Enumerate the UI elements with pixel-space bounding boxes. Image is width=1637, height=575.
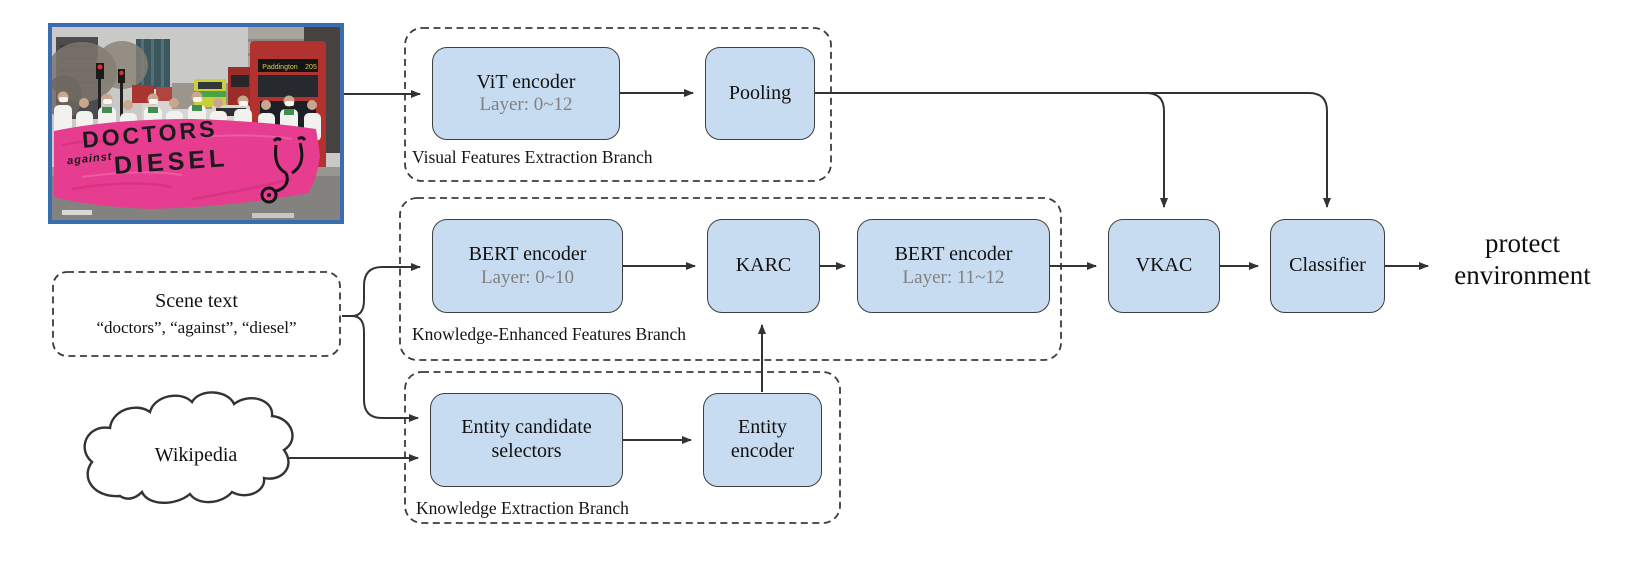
karc-node: KARC [707,219,820,313]
bert-encoder-2-node: BERT encoder Layer: 11~12 [857,219,1050,313]
karc-title: KARC [735,254,792,277]
vit-encoder-node: ViT encoder Layer: 0~12 [432,47,620,140]
visual-branch-label: Visual Features Extraction Branch [412,147,653,167]
bert-encoder-2-layers: Layer: 11~12 [902,266,1005,288]
entity-encoder-line2: encoder [730,440,795,462]
classifier-node: Classifier [1270,219,1385,313]
entity-selector-line2: selectors [491,440,562,462]
arrow-pooling-to-classifier [815,92,1331,208]
knowledge-enhanced-branch-label: Knowledge-Enhanced Features Branch [412,324,687,344]
output-line2: environment [1454,260,1591,291]
entity-candidate-selectors-node: Entity candidate selectors [430,393,623,487]
vkac-title: VKAC [1135,254,1193,277]
arrow-scenetext-to-bert1 [342,263,421,317]
bus-destination-text: Paddington [262,64,298,71]
bert-encoder-1-layers: Layer: 0~10 [480,266,575,288]
pooling-title: Pooling [728,81,792,104]
photo-scene: Paddington 205 [52,27,340,220]
entity-encoder-node: Entity encoder [703,393,822,487]
vit-encoder-title: ViT encoder [476,70,576,93]
bert-encoder-1-title: BERT encoder [468,243,587,265]
stethoscope-drawing [260,136,307,204]
vit-encoder-layers: Layer: 0~12 [479,94,573,116]
bert-encoder-2-title: BERT encoder [894,243,1013,265]
arrow-pooling-to-vkac [815,92,1168,208]
scene-text-words: “doctors”, “against”, “diesel” [96,318,297,337]
arrow-scenetext-to-selector [342,315,419,422]
output-line1: protect [1485,228,1560,258]
vkac-node: VKAC [1108,219,1220,313]
pooling-node: Pooling [705,47,815,140]
scene-text-box: Scene text “doctors”, “against”, “diesel… [53,272,340,356]
classifier-title: Classifier [1289,254,1366,277]
bus-route-number: 205 [305,64,317,71]
entity-selector-line1: Entity candidate [461,416,592,439]
scene-text-title: Scene text [155,290,238,312]
bert-encoder-1-node: BERT encoder Layer: 0~10 [432,219,623,313]
wikipedia-label: Wikipedia [154,444,238,466]
input-photo: Paddington 205 [48,23,344,224]
entity-encoder-line1: Entity [738,416,787,439]
knowledge-extraction-branch-label: Knowledge Extraction Branch [416,498,629,518]
output-prediction: protect environment [1430,227,1615,292]
